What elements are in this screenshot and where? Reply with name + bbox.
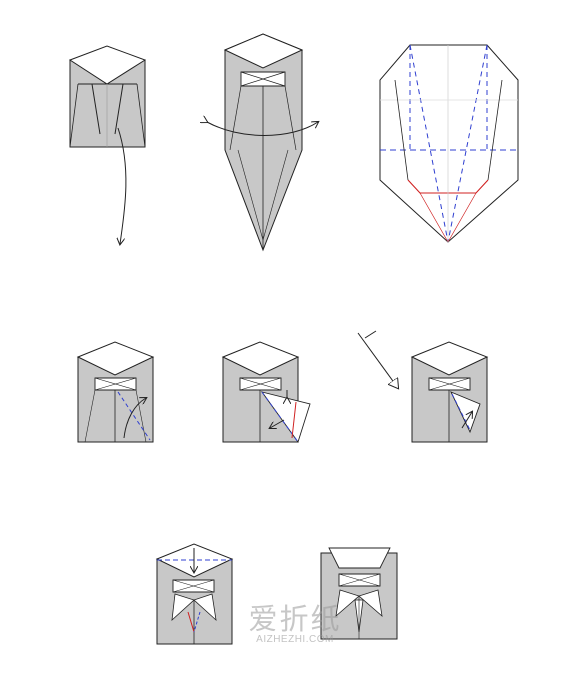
watermark: 爱折纸 AIZHEZHI.COM	[240, 596, 350, 656]
step-3-figure	[379, 44, 519, 243]
step-5-figure	[221, 341, 311, 443]
watermark-en: AIZHEZHI.COM	[256, 634, 334, 645]
step-4-figure	[76, 341, 155, 443]
repeat-behind-arrow	[357, 330, 398, 388]
step-6-figure	[410, 341, 489, 443]
fold-arrow	[118, 127, 127, 244]
step-8-figure	[320, 547, 398, 640]
step-2-figure	[207, 33, 318, 252]
step-7-figure	[155, 543, 234, 645]
watermark-cn: 爱折纸	[248, 602, 342, 636]
turn-over-arrow	[207, 122, 318, 136]
step-1-figure	[68, 45, 147, 244]
